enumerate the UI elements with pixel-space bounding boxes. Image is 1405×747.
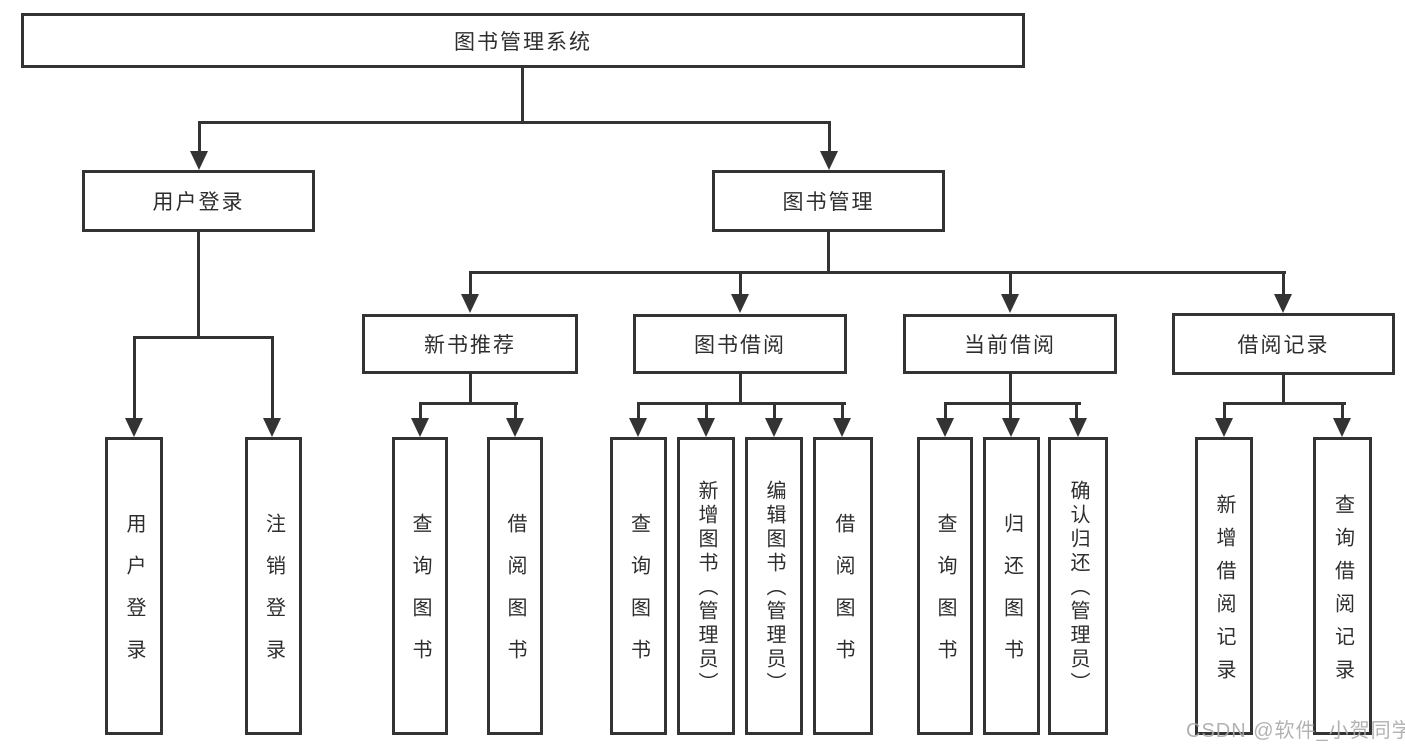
connector-line <box>271 336 274 419</box>
node-borrowing-records: 借阅记录 <box>1172 313 1395 375</box>
connector-line <box>739 374 742 405</box>
connector-line <box>419 402 422 422</box>
arrow-down-icon <box>461 294 479 313</box>
connector-line <box>841 402 844 422</box>
node-label: 当前借阅 <box>964 334 1056 357</box>
node-new-book-recommendation: 新书推荐 <box>362 314 578 374</box>
leaf-label: 借阅图书 <box>832 513 854 681</box>
connector-line <box>1223 402 1346 405</box>
leaf-label: 查询图书 <box>934 513 956 681</box>
arrow-down-icon <box>506 418 524 437</box>
connector-line <box>739 271 742 297</box>
arrow-down-icon <box>936 418 954 437</box>
leaf-label: 确认归还（管理员） <box>1067 480 1089 696</box>
connector-line <box>1009 271 1012 297</box>
node-label: 借阅记录 <box>1237 334 1330 357</box>
connector-line <box>1009 374 1012 405</box>
leaf-user-login: 用户登录 <box>105 437 163 735</box>
connector-line <box>944 402 1081 405</box>
arrow-down-icon <box>263 418 281 437</box>
node-current-borrowing: 当前借阅 <box>903 314 1117 374</box>
connector-line <box>133 336 274 339</box>
csdn-watermark: CSDN @软件_小贺同学 <box>1186 720 1405 742</box>
arrow-down-icon <box>1333 418 1351 437</box>
leaf-label: 编辑图书（管理员） <box>763 480 785 696</box>
leaf-label: 新增借阅记录 <box>1213 493 1235 692</box>
arrow-down-icon <box>1274 294 1292 313</box>
arrow-down-icon <box>1069 418 1087 437</box>
leaf-label: 注销登录 <box>262 513 285 681</box>
leaf-label: 借阅图书 <box>504 513 526 681</box>
arrow-down-icon <box>629 418 647 437</box>
node-label: 新书推荐 <box>424 334 516 357</box>
leaf-label: 用户登录 <box>123 513 145 681</box>
leaf-label: 查询图书 <box>627 513 650 681</box>
connector-line <box>637 402 846 405</box>
connector-line <box>469 271 1286 274</box>
node-user-login: 用户登录 <box>82 170 315 232</box>
arrow-down-icon <box>833 418 851 437</box>
connector-line <box>514 402 517 422</box>
node-label: 图书管理 <box>782 191 875 214</box>
leaf-logout: 注销登录 <box>245 437 302 735</box>
arrow-down-icon <box>765 418 783 437</box>
leaf-add-borrow-record: 新增借阅记录 <box>1195 437 1253 735</box>
leaf-query-borrow-record: 查询借阅记录 <box>1313 437 1372 735</box>
connector-line <box>944 402 947 422</box>
leaf-query-books: 查询图书 <box>610 437 667 735</box>
connector-line <box>469 271 472 297</box>
node-book-borrowing: 图书借阅 <box>633 314 847 374</box>
connector-line <box>1282 271 1285 297</box>
leaf-borrow-books: 借阅图书 <box>813 437 873 735</box>
connector-line <box>1009 402 1012 422</box>
arrow-down-icon <box>820 151 838 170</box>
leaf-edit-books-admin: 编辑图书（管理员） <box>745 437 803 735</box>
leaf-add-books-admin: 新增图书（管理员） <box>677 437 735 735</box>
connector-line <box>198 121 201 153</box>
arrow-down-icon <box>1001 294 1019 313</box>
connector-line <box>521 68 524 124</box>
arrow-down-icon <box>190 151 208 170</box>
node-book-management: 图书管理 <box>712 170 945 232</box>
arrow-down-icon <box>1215 418 1233 437</box>
leaf-query-books: 查询图书 <box>392 437 448 735</box>
connector-line <box>637 402 640 422</box>
connector-line <box>773 402 776 422</box>
connector-line <box>469 374 472 405</box>
arrow-down-icon <box>125 418 143 437</box>
arrow-down-icon <box>697 418 715 437</box>
connector-line <box>827 232 830 274</box>
connector-line <box>1282 375 1285 405</box>
node-label: 用户登录 <box>152 191 245 214</box>
arrow-down-icon <box>731 294 749 313</box>
connector-line <box>828 121 831 153</box>
connector-line <box>705 402 708 422</box>
node-library-management-system: 图书管理系统 <box>21 13 1025 68</box>
connector-line <box>198 121 831 124</box>
leaf-confirm-return-admin: 确认归还（管理员） <box>1048 437 1108 735</box>
arrow-down-icon <box>411 418 429 437</box>
leaf-label: 归还图书 <box>1000 513 1023 681</box>
leaf-query-books: 查询图书 <box>917 437 973 735</box>
connector-line <box>197 232 200 339</box>
connector-line <box>419 402 518 405</box>
connector-line <box>1223 402 1226 422</box>
connector-line <box>133 336 136 419</box>
node-label: 图书管理系统 <box>454 30 592 54</box>
leaf-label: 查询借阅记录 <box>1331 493 1354 692</box>
node-label: 图书借阅 <box>694 334 786 357</box>
leaf-label: 查询图书 <box>409 513 431 681</box>
leaf-return-books: 归还图书 <box>983 437 1040 735</box>
connector-line <box>1075 402 1078 422</box>
leaf-borrow-books: 借阅图书 <box>487 437 543 735</box>
arrow-down-icon <box>1002 418 1020 437</box>
connector-line <box>1341 402 1344 422</box>
leaf-label: 新增图书（管理员） <box>695 480 717 696</box>
